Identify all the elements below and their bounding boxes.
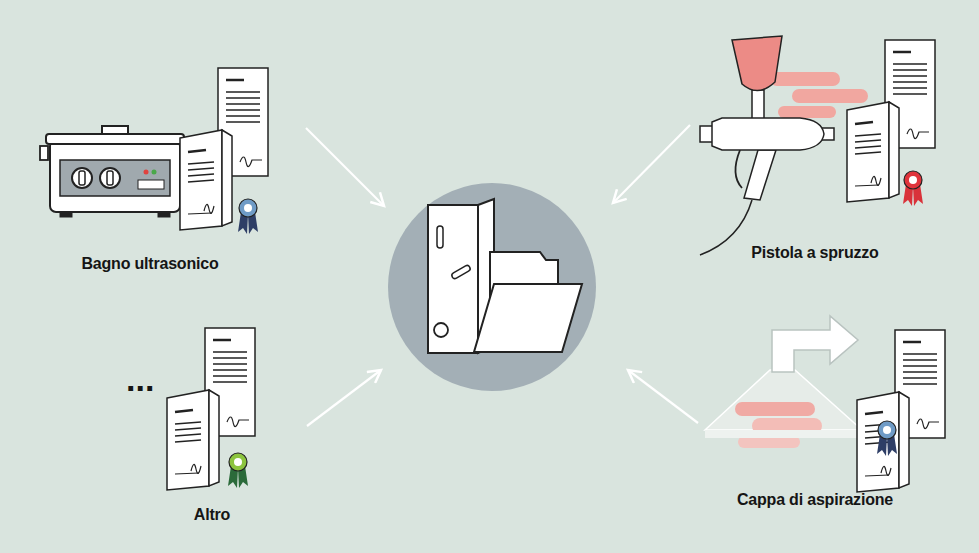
device-label-box: Cappa di aspirazione <box>700 484 930 516</box>
certificate-documents <box>167 40 945 492</box>
device-label-box: Pistola a spruzzo <box>715 237 915 269</box>
device-label-box: Bagno ultrasonico <box>55 248 245 280</box>
device-label: Altro <box>194 505 230 524</box>
device-label: Bagno ultrasonico <box>81 254 218 273</box>
fume-hood-icon <box>705 316 863 448</box>
device-label: Pistola a spruzzo <box>751 243 878 262</box>
ellipsis-mark: ... <box>126 362 154 396</box>
spray-gun-icon <box>700 36 868 255</box>
device-label-box: Altro <box>152 499 272 531</box>
ultrasonic-bath-icon <box>40 126 190 217</box>
flow-arrows <box>306 125 698 426</box>
device-label: Cappa di aspirazione <box>737 490 893 509</box>
archive-icon <box>388 183 596 391</box>
